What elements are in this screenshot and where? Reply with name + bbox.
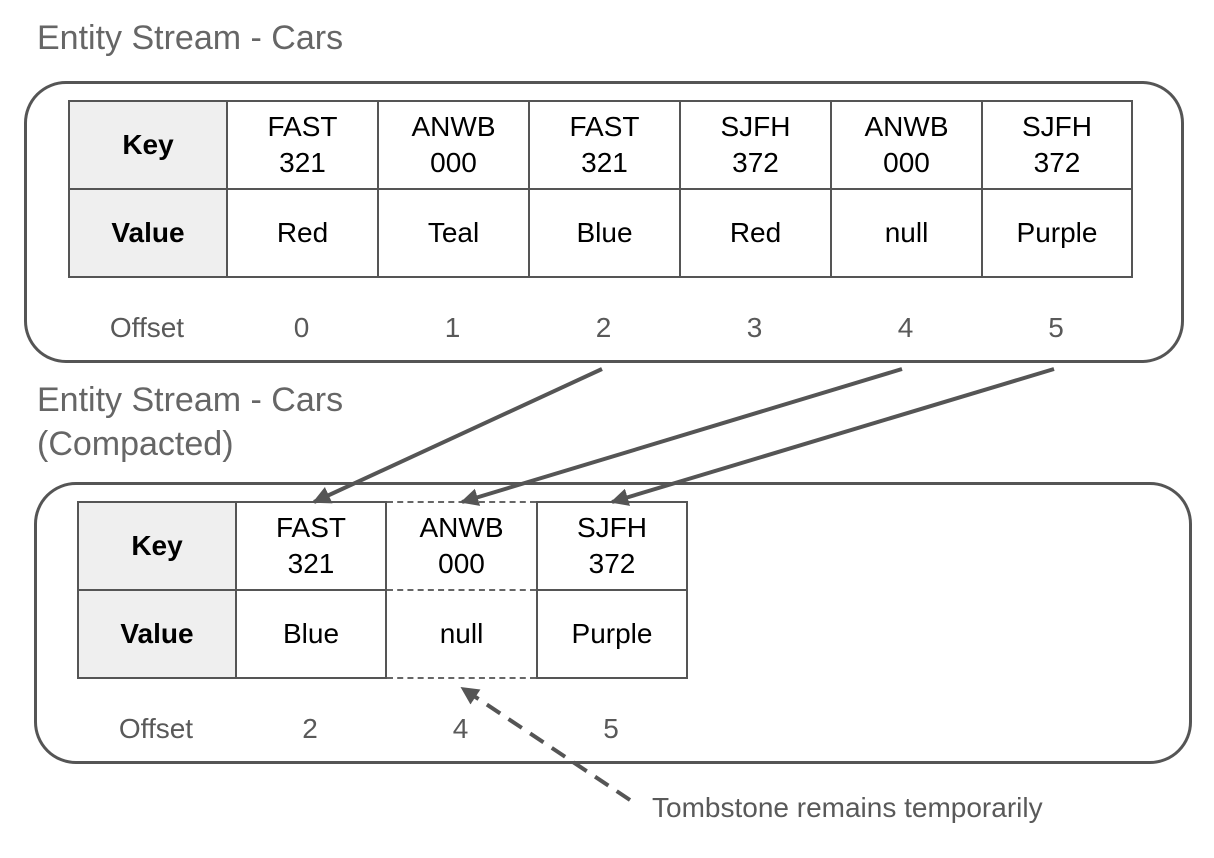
value-header: Value xyxy=(77,589,237,679)
top-key-cell-3: SJFH 372 xyxy=(679,100,832,190)
compacted-stream-table: Key FAST 321 ANWB 000 SJFH 372 Value Blue n… xyxy=(77,501,688,679)
key-header: Key xyxy=(68,100,228,190)
offset-value: 1 xyxy=(444,312,461,343)
top-value-row: Value Red Teal Blue Red null Purple xyxy=(68,188,1133,278)
top-value-cell-5: Purple xyxy=(981,188,1133,278)
top-key-cell-2: FAST 321 xyxy=(528,100,681,190)
key-line: FAST xyxy=(267,111,338,142)
key-line: SJFH xyxy=(720,111,791,142)
top-offset-row: Offset 0 1 2 3 4 5 xyxy=(68,312,1131,344)
key-line: 372 xyxy=(588,548,636,579)
top-value-cell-4: null xyxy=(830,188,983,278)
key-line: FAST xyxy=(275,512,346,543)
top-value-cell-1: Teal xyxy=(377,188,530,278)
compacted-title-line2: (Compacted) xyxy=(37,425,234,463)
offset-value: 4 xyxy=(452,713,469,744)
offset-label: Offset xyxy=(118,713,194,744)
compacted-value-cell-1: null xyxy=(385,589,538,679)
key-line: 321 xyxy=(279,147,326,178)
top-stream-title: Entity Stream - Cars xyxy=(37,19,344,57)
compacted-key-cell-1: ANWB 000 xyxy=(385,501,538,591)
key-line: SJFH xyxy=(1022,111,1092,142)
key-line: ANWB xyxy=(864,111,949,142)
key-line: ANWB xyxy=(411,111,496,142)
compacted-stream-title: Entity Stream - Cars (Compacted) xyxy=(37,378,343,466)
key-line: 372 xyxy=(732,147,779,178)
key-line: SJFH xyxy=(577,512,647,543)
key-line: ANWB xyxy=(419,512,504,543)
key-line: 321 xyxy=(287,548,335,579)
value-header: Value xyxy=(68,188,228,278)
top-key-cell-4: ANWB 000 xyxy=(830,100,983,190)
top-key-cell-0: FAST 321 xyxy=(226,100,379,190)
compacted-key-cell-2: SJFH 372 xyxy=(536,501,688,591)
offset-value: 4 xyxy=(897,312,914,343)
compacted-value-row: Value Blue null Purple xyxy=(77,589,688,679)
top-value-cell-3: Red xyxy=(679,188,832,278)
offset-label: Offset xyxy=(109,312,185,343)
compacted-value-cell-0: Blue xyxy=(235,589,387,679)
top-stream-table: Key FAST 321 ANWB 000 FAST 321 SJFH 372 ANWB… xyxy=(68,100,1133,278)
key-line: 000 xyxy=(438,548,485,579)
key-line: 372 xyxy=(1033,147,1081,178)
key-header: Key xyxy=(77,501,237,591)
top-key-cell-1: ANWB 000 xyxy=(377,100,530,190)
compacted-key-row: Key FAST 321 ANWB 000 SJFH 372 xyxy=(77,501,688,591)
top-key-row: Key FAST 321 ANWB 000 FAST 321 SJFH 372 ANWB… xyxy=(68,100,1133,190)
offset-value: 0 xyxy=(293,312,310,343)
compacted-key-cell-0: FAST 321 xyxy=(235,501,387,591)
offset-value: 2 xyxy=(595,312,612,343)
top-value-cell-2: Blue xyxy=(528,188,681,278)
tombstone-annotation: Tombstone remains temporarily xyxy=(652,792,1043,823)
key-line: 321 xyxy=(581,147,628,178)
top-stream-frame xyxy=(24,81,1184,363)
compacted-offset-row: Offset 2 4 5 xyxy=(77,713,686,745)
offset-value: 2 xyxy=(302,713,318,744)
compacted-title-line1: Entity Stream - Cars xyxy=(37,381,344,419)
offset-value: 5 xyxy=(1048,312,1064,343)
key-line: FAST xyxy=(569,111,640,142)
compacted-value-cell-2: Purple xyxy=(536,589,688,679)
top-value-cell-0: Red xyxy=(226,188,379,278)
key-line: 000 xyxy=(883,147,930,178)
key-line: 000 xyxy=(430,147,477,178)
offset-value: 3 xyxy=(746,312,763,343)
top-key-cell-5: SJFH 372 xyxy=(981,100,1133,190)
offset-value: 5 xyxy=(603,713,619,744)
